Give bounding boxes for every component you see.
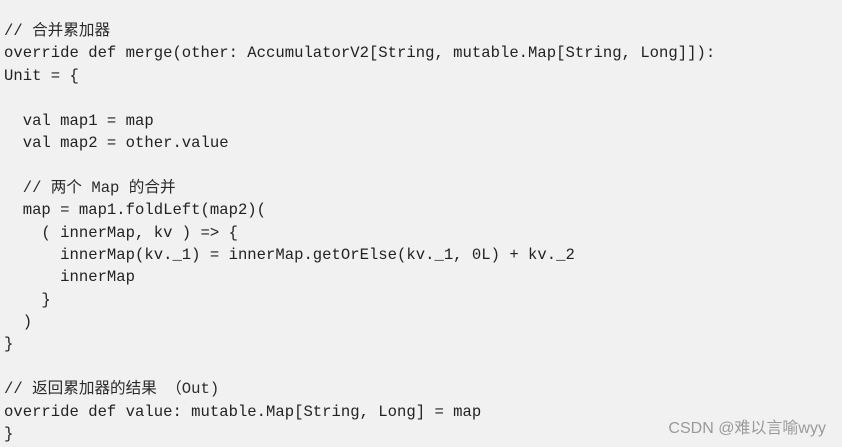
code-line-7 [4,154,715,176]
code-line-12: innerMap [4,268,136,287]
code-line-16 [4,356,715,378]
code-line-10: ( innerMap, kv ) => { [4,223,238,242]
code-line-2: override def merge(other: AccumulatorV2[… [4,44,716,63]
code-line-17: // 返回累加器的结果 （Out) [4,380,220,399]
code-line-13: } [4,290,51,309]
code-line-18: override def value: mutable.Map[String, … [4,402,482,421]
code-line-6: val map2 = other.value [4,133,229,152]
code-line-1: // 合并累加器 [4,22,111,40]
code-line-3: Unit = { [4,66,79,85]
code-line-5: val map1 = map [4,111,154,130]
code-line-9: map = map1.foldLeft(map2)( [4,201,267,220]
code-line-14: ) [4,313,33,332]
code-line-8: // 两个 Map 的合并 [4,178,176,197]
code-listing: // 合并累加器 override def merge(other: Accum… [4,20,715,445]
code-line-11: innerMap(kv._1) = innerMap.getOrElse(kv.… [4,245,575,264]
code-line-19: } [4,425,14,444]
code-line-15: } [4,335,14,354]
code-line-4 [4,87,715,109]
csdn-watermark: CSDN @难以言喻wyy [668,420,826,437]
